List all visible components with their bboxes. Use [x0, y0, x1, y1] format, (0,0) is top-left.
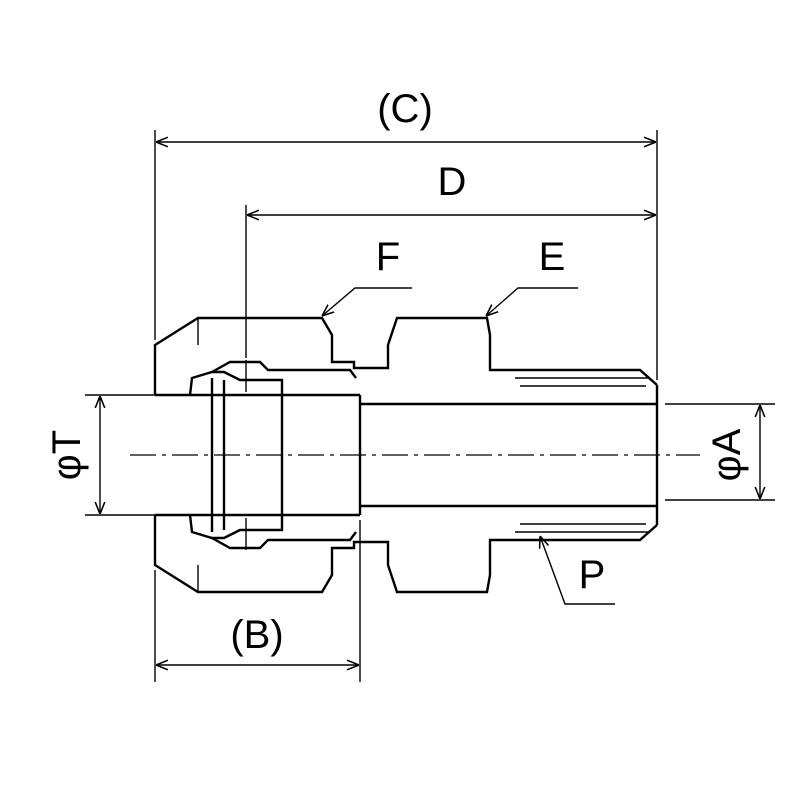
dimension-c: (C)	[154, 87, 658, 380]
label-d: D	[438, 160, 467, 204]
dimension-phi-t: φT	[45, 394, 155, 516]
nut-upper-outline	[153, 316, 658, 395]
leader-line-p	[540, 536, 615, 605]
label-b: (B)	[230, 613, 283, 657]
label-p: P	[579, 553, 606, 597]
label-phi-a: φA	[705, 428, 749, 481]
leader-p: P	[540, 536, 615, 605]
dimension-phi-a: φA	[665, 403, 775, 501]
leader-line-f	[322, 287, 412, 316]
label-c: (C)	[377, 87, 433, 131]
leader-line-e	[486, 287, 578, 316]
dimension-d: D	[245, 160, 656, 358]
back-ferrule-lower	[211, 531, 357, 550]
label-f: F	[376, 235, 400, 279]
nut-lower-outline	[153, 515, 658, 594]
front-ferrule-lower	[188, 514, 284, 540]
dimension-b: (B)	[154, 520, 361, 682]
leader-f: F	[322, 235, 412, 316]
tube-and-ferrules	[155, 360, 360, 550]
front-ferrule-upper	[188, 370, 284, 396]
leader-e: E	[486, 235, 578, 316]
label-phi-t: φT	[45, 430, 89, 480]
label-e: E	[539, 235, 566, 279]
thread-detail	[515, 377, 648, 533]
back-ferrule-upper	[211, 360, 357, 379]
